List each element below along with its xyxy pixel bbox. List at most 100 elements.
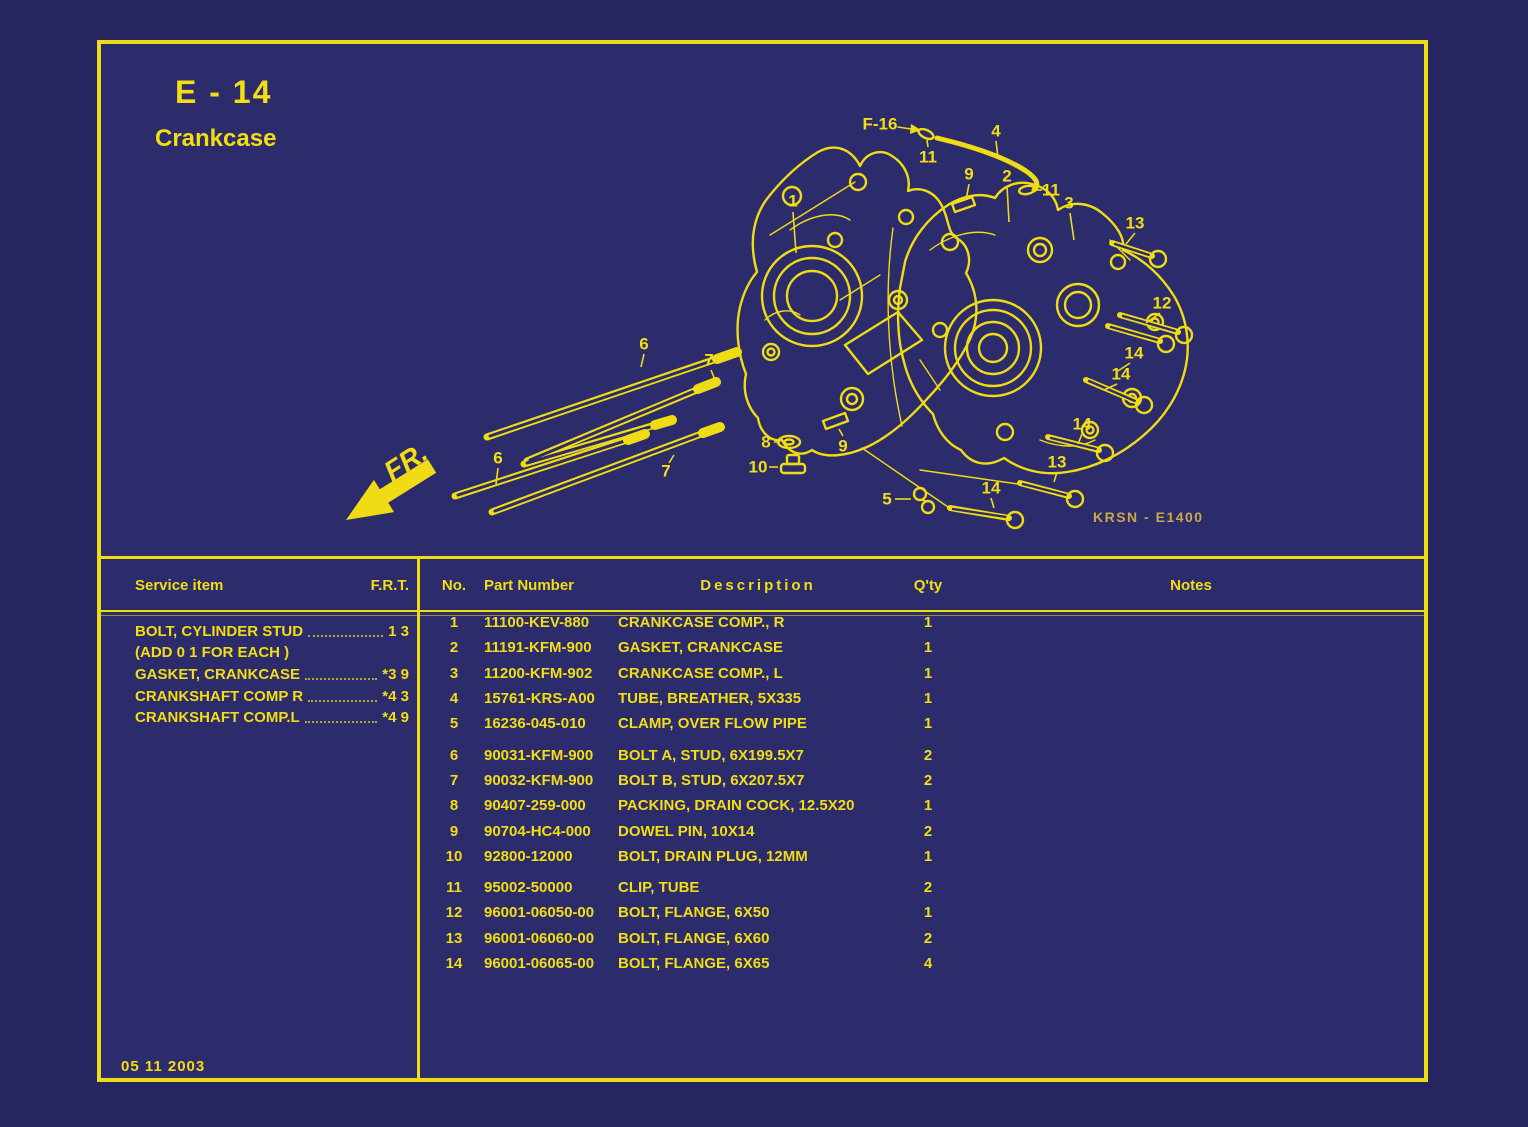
part-description: TUBE, BREATHER, 5X335	[618, 690, 802, 708]
parts-row: 5 16236-045-010 CLAMP, OVER FLOW PIPE 1	[420, 711, 1424, 736]
service-item-label: (ADD 0 1 FOR EACH )	[135, 644, 290, 662]
service-item-header: Service item	[135, 577, 224, 594]
parts-row: 13 96001-06060-00 BOLT, FLANGE, 6X60 2	[420, 926, 1424, 951]
parts-row: 4 15761-KRS-A00 TUBE, BREATHER, 5X335 1	[420, 686, 1424, 711]
service-row: BOLT, CYLINDER STUD 1 3	[135, 618, 409, 640]
part-qty: 1	[923, 715, 933, 733]
part-number: 90704-HC4-000	[484, 822, 591, 840]
part-ref-no: 5	[449, 715, 459, 733]
dotted-leader	[308, 699, 378, 702]
part-qty: 2	[923, 771, 933, 789]
part-ref-no: 2	[449, 639, 459, 657]
table-top-rule	[101, 556, 1424, 559]
part-qty: 1	[923, 847, 933, 865]
description-header: Description	[700, 577, 816, 594]
part-ref-no: 6	[449, 746, 459, 764]
table-vertical-rule	[417, 556, 420, 1078]
service-table: Service item F.R.T. BOLT, CYLINDER STUD …	[101, 559, 417, 1078]
service-item-label: CRANKSHAFT COMP R	[135, 687, 304, 705]
parts-row: 1 11100-KEV-880 CRANKCASE COMP., R 1	[420, 610, 1424, 635]
section-code: E - 14	[175, 74, 273, 110]
service-row: (ADD 0 1 FOR EACH )	[135, 640, 409, 662]
parts-row: 3 11200-KFM-902 CRANKCASE COMP., L 1	[420, 661, 1424, 686]
service-row: CRANKSHAFT COMP R *4 3	[135, 683, 409, 705]
parts-row: 7 90032-KFM-900 BOLT B, STUD, 6X207.5X7 …	[420, 768, 1424, 793]
part-ref-no: 11	[446, 879, 462, 897]
part-ref-no: 12	[445, 904, 463, 922]
header-underline	[101, 610, 1424, 616]
part-number: 11100-KEV-880	[484, 614, 590, 632]
part-number: 96001-06050-00	[484, 904, 595, 922]
page-title: Crankcase	[155, 125, 277, 152]
part-description: BOLT, DRAIN PLUG, 12MM	[618, 847, 808, 865]
part-qty: 2	[923, 879, 933, 897]
part-ref-no: 14	[445, 955, 463, 972]
service-item-label: BOLT, CYLINDER STUD	[135, 622, 304, 640]
part-number: 11200-KFM-902	[484, 664, 593, 682]
frt-header: F.R.T.	[370, 577, 409, 594]
part-description: BOLT, FLANGE, 6X50	[618, 904, 770, 922]
service-row: GASKET, CRANKCASE *3 9	[135, 661, 409, 683]
part-number: 96001-06060-00	[484, 929, 595, 947]
parts-row: 14 96001-06065-00 BOLT, FLANGE, 6X65 4	[420, 951, 1424, 976]
part-ref-no: 10	[445, 847, 463, 865]
frt-value: *4 9	[382, 709, 409, 727]
notes-header: Notes	[1170, 577, 1212, 594]
parts-table-header: No. Part Number Description Q'ty Notes	[420, 559, 1424, 594]
part-qty: 1	[923, 664, 933, 682]
parts-row: 6 90031-KFM-900 BOLT A, STUD, 6X199.5X7 …	[420, 742, 1424, 767]
part-description: BOLT, FLANGE, 6X65	[618, 955, 770, 972]
dotted-leader	[305, 678, 378, 681]
part-description: DOWEL PIN, 10X14	[618, 822, 755, 840]
part-number-header: Part Number	[484, 577, 575, 594]
part-number: 15761-KRS-A00	[484, 690, 595, 708]
part-qty: 1	[923, 904, 933, 922]
title-block: E - 14 Crankcase	[155, 74, 276, 153]
service-table-header: Service item F.R.T.	[101, 559, 417, 594]
part-description: GASKET, CRANKCASE	[618, 639, 784, 657]
part-description: CRANKCASE COMP., L	[618, 664, 783, 682]
parts-row: 9 90704-HC4-000 DOWEL PIN, 10X14 2	[420, 818, 1424, 843]
part-qty: 1	[923, 797, 933, 815]
part-ref-no: 7	[449, 771, 459, 789]
parts-table: No. Part Number Description Q'ty Notes 1…	[420, 559, 1424, 1078]
revision-date: 05 11 2003	[121, 1058, 206, 1075]
dotted-leader	[308, 634, 384, 637]
part-number: 95002-50000	[484, 879, 573, 897]
diagram-code: KRSN - E1400	[1093, 509, 1204, 525]
parts-row: 11 95002-50000 CLIP, TUBE 2	[420, 875, 1424, 900]
part-description: CRANKCASE COMP., R	[618, 614, 785, 632]
part-description: CLAMP, OVER FLOW PIPE	[618, 715, 807, 733]
part-qty: 1	[923, 639, 933, 657]
part-ref-no: 13	[445, 929, 463, 947]
parts-row: 12 96001-06050-00 BOLT, FLANGE, 6X50 1	[420, 900, 1424, 925]
service-item-label: CRANKSHAFT COMP.L	[135, 709, 300, 727]
part-qty: 2	[923, 822, 933, 840]
service-item-label: GASKET, CRANKCASE	[135, 666, 301, 684]
frt-value: *3 9	[382, 666, 409, 684]
part-number: 90032-KFM-900	[484, 771, 594, 789]
part-number: 16236-045-010	[484, 715, 586, 733]
part-ref-no: 9	[449, 822, 459, 840]
parts-row: 10 92800-12000 BOLT, DRAIN PLUG, 12MM 1	[420, 844, 1424, 869]
part-ref-no: 3	[449, 664, 459, 682]
part-qty: 2	[923, 929, 933, 947]
part-ref-no: 8	[449, 797, 459, 815]
part-number: 11191-KFM-900	[484, 639, 592, 657]
part-qty: 4	[923, 955, 933, 972]
part-ref-no: 4	[449, 690, 459, 708]
service-rows: BOLT, CYLINDER STUD 1 3 (ADD 0 1 FOR EAC…	[135, 618, 409, 727]
part-description: BOLT B, STUD, 6X207.5X7	[618, 771, 805, 789]
part-description: CLIP, TUBE	[618, 879, 700, 897]
part-qty: 1	[923, 690, 933, 708]
qty-header: Q'ty	[913, 577, 943, 594]
parts-row: 8 90407-259-000 PACKING, DRAIN COCK, 12.…	[420, 793, 1424, 818]
part-qty: 1	[923, 614, 933, 632]
part-number: 92800-12000	[484, 847, 573, 865]
part-number: 90031-KFM-900	[484, 746, 594, 764]
frt-value: 1 3	[388, 622, 409, 640]
part-description: BOLT A, STUD, 6X199.5X7	[618, 746, 804, 764]
part-ref-no: 1	[449, 614, 459, 632]
no-header: No.	[441, 577, 467, 594]
dotted-leader	[304, 721, 378, 724]
